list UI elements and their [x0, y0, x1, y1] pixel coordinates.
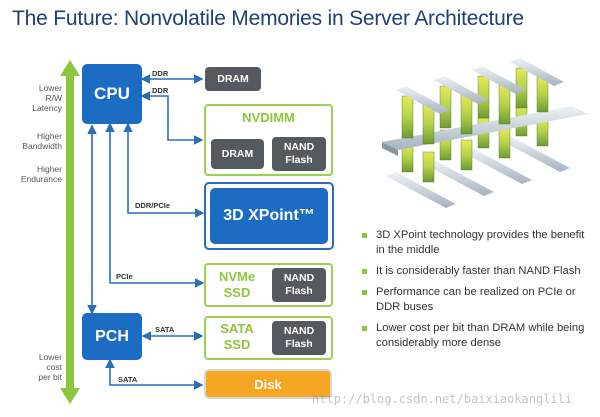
link-label-sata-disk: SATA [118, 375, 138, 384]
nvdimm-dram-block: DRAM [211, 139, 264, 169]
sata-ssd-label: SATA SSD [220, 321, 254, 352]
nvdimm-nand-block: NAND Flash [272, 137, 326, 171]
nvme-nand-block: NAND Flash [272, 268, 326, 302]
xpoint-block: 3D XPoint™ [210, 188, 328, 244]
pch-block: PCH [82, 313, 142, 360]
slide-title: The Future: Nonvolatile Memories in Serv… [12, 7, 524, 30]
green-axis-arrow [60, 60, 80, 404]
sata-nand-block: NAND Flash [272, 321, 326, 355]
nvdimm-label: NVDIMM [242, 110, 295, 125]
bullet-item: It is considerably faster than NAND Flas… [360, 264, 592, 279]
bullet-item: 3D XPoint technology provides the benefi… [360, 228, 592, 258]
link-label-ddr-dram: DDR [152, 69, 169, 78]
nvme-ssd-label: NVMe SSD [218, 269, 256, 300]
bullet-item: Lower cost per bit than DRAM while being… [360, 321, 592, 351]
side-label-bandwidth: Higher Bandwidth [22, 131, 62, 151]
dram-block: DRAM [205, 67, 261, 91]
cpu-block: CPU [82, 64, 142, 124]
link-label-pcie: PCIe [116, 272, 133, 281]
xpoint-structure-image [382, 58, 588, 208]
link-label-sata-ssd: SATA [155, 325, 175, 334]
disk-block: Disk [204, 369, 332, 399]
side-label-cost: Lower cost per bit [38, 352, 62, 382]
bullet-item: Performance can be realized on PCIe or D… [360, 285, 592, 315]
side-label-latency: Lower R/W Latency [32, 83, 62, 113]
watermark: http://blog.csdn.net/baixiaokanglili [312, 392, 573, 406]
link-label-ddr-pcie: DDR/PCIe [135, 201, 171, 210]
side-label-endurance: Higher Endurance [20, 164, 62, 184]
bullet-list: 3D XPoint technology provides the benefi… [360, 228, 592, 357]
link-label-ddr-nvdimm: DDR [152, 86, 169, 95]
